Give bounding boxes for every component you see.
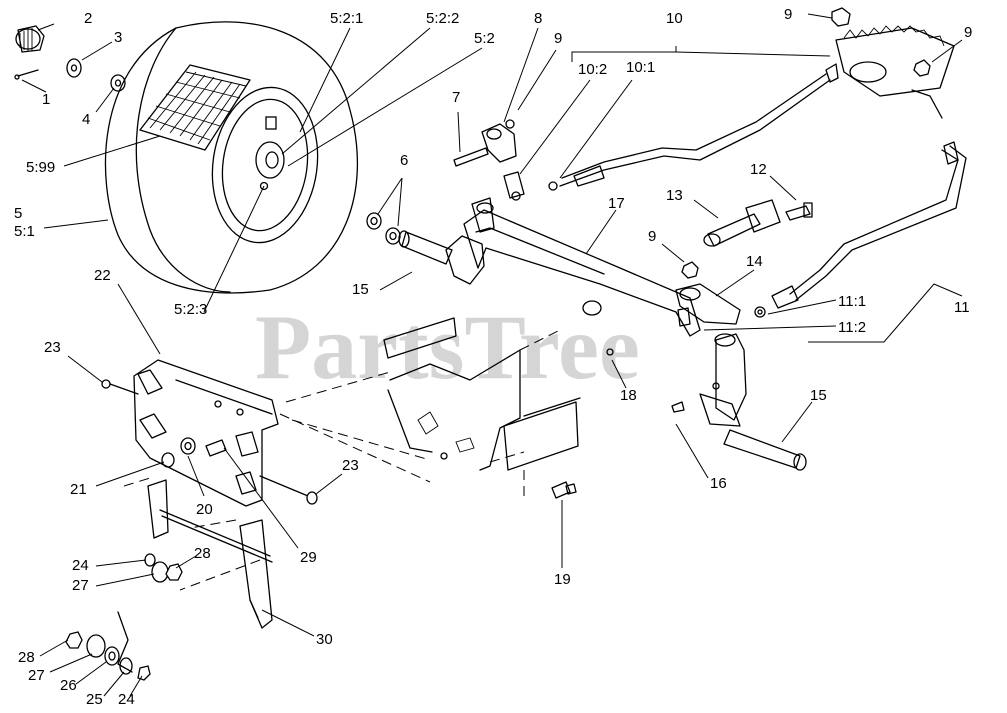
bolt-7 <box>453 147 489 167</box>
nut-9-top-right <box>913 59 931 77</box>
callout-15a: 15 <box>352 281 369 298</box>
washers-20-21 <box>161 437 227 468</box>
callout-9a: 9 <box>554 30 562 47</box>
callout-5-2-2: 5:2:2 <box>426 10 459 27</box>
callout-5-2: 5:2 <box>474 30 495 47</box>
callout-19: 19 <box>554 571 571 588</box>
callout-11-1: 11:1 <box>838 293 866 310</box>
spindle-15-right <box>699 333 807 471</box>
nut-9-top-left <box>831 7 851 27</box>
bolt-19 <box>551 481 577 499</box>
washer-4 <box>110 74 126 92</box>
callout-28a: 28 <box>194 545 211 562</box>
callout-11: 11 <box>954 299 970 316</box>
callout-5-2-1: 5:2:1 <box>330 10 363 27</box>
callout-24b: 24 <box>118 691 135 708</box>
hub-cap-2 <box>15 25 45 53</box>
front-bracket-plates <box>383 317 581 471</box>
callout-17: 17 <box>608 195 625 212</box>
bolt-12 <box>785 202 813 221</box>
callout-11-2: 11:2 <box>838 319 866 336</box>
bolt-23-lower <box>259 475 318 505</box>
callout-24a: 24 <box>72 557 89 574</box>
callout-7: 7 <box>452 89 460 106</box>
callout-27b: 27 <box>28 667 45 684</box>
callout-22: 22 <box>94 267 111 284</box>
washer-3 <box>66 58 82 78</box>
callout-23b: 23 <box>342 457 359 474</box>
grease-fitting-16 <box>671 401 685 413</box>
ball-joint-10-2 <box>503 171 525 201</box>
callout-20: 20 <box>196 501 213 518</box>
steering-arm-14 <box>675 283 741 327</box>
callout-5-99: 5:99 <box>26 159 55 176</box>
steering-sector-gear <box>835 25 955 119</box>
callout-18: 18 <box>620 387 637 404</box>
assembly-lines <box>123 329 561 591</box>
cotter-pin-1 <box>14 69 39 80</box>
callout-10-1: 10:1 <box>626 59 655 76</box>
callout-25: 25 <box>86 691 103 708</box>
steering-arm-8 <box>481 119 517 163</box>
callout-21: 21 <box>70 481 87 498</box>
mount-plate-22 <box>133 359 279 507</box>
leader-lines <box>21 13 963 697</box>
callout-26: 26 <box>60 677 77 694</box>
callout-3: 3 <box>114 29 122 46</box>
wheel-assembly <box>104 21 358 294</box>
grease-fitting-18 <box>606 348 614 356</box>
callout-5-1: 5:1 <box>14 223 35 240</box>
washers-6 <box>366 212 401 245</box>
callout-9d: 9 <box>648 228 656 245</box>
callout-29: 29 <box>300 549 317 566</box>
callout-6: 6 <box>400 152 408 169</box>
bolt-23-top <box>101 379 139 395</box>
tie-rod-10 <box>548 63 839 191</box>
callout-13: 13 <box>666 187 683 204</box>
callout-10: 10 <box>666 10 683 27</box>
callout-15b: 15 <box>810 387 827 404</box>
callout-4: 4 <box>82 111 90 128</box>
spindle-15-left <box>398 230 485 285</box>
callout-23a: 23 <box>44 339 61 356</box>
callout-labels: 2 3 1 4 5:99 5 5:1 5:2:1 5:2:2 5:2 5:2:3… <box>14 6 972 708</box>
pedal-arm-30 <box>147 479 273 629</box>
callout-10-2: 10:2 <box>578 61 607 78</box>
nut-9-right <box>681 261 699 279</box>
callout-2: 2 <box>84 10 92 27</box>
callout-28b: 28 <box>18 649 35 666</box>
tread-detail <box>139 64 251 151</box>
callout-27a: 27 <box>72 577 89 594</box>
callout-5: 5 <box>14 205 22 222</box>
callout-14: 14 <box>746 253 763 270</box>
callout-8: 8 <box>534 10 542 27</box>
pivot-13 <box>703 199 781 247</box>
callout-9c: 9 <box>964 24 972 41</box>
drag-link-11 <box>754 141 967 318</box>
callout-5-2-3: 5:2:3 <box>174 301 207 318</box>
callout-12: 12 <box>750 161 767 178</box>
callout-16: 16 <box>710 475 727 492</box>
callout-30: 30 <box>316 631 333 648</box>
watermark: PartsTree <box>255 296 640 398</box>
hardware-24-28-lower <box>65 611 151 681</box>
callout-9b: 9 <box>784 6 792 23</box>
front-axle-17 <box>463 197 701 337</box>
callout-1: 1 <box>42 91 50 108</box>
